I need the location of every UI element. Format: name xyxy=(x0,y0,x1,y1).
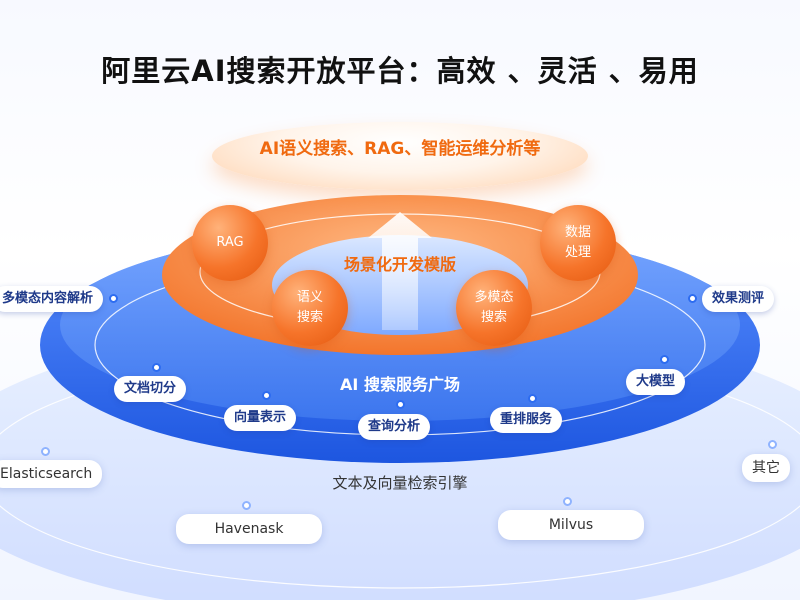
service-item-rerank[interactable]: 重排服务 xyxy=(490,407,563,433)
engine-label: 文本及向量检索引擎 xyxy=(332,474,468,492)
node-dot xyxy=(688,294,697,303)
page-title: 阿里云AI搜索开放平台：高效 、灵活 、易用 xyxy=(101,54,699,88)
node-dot xyxy=(41,447,50,456)
bubble-multimodal-search[interactable]: 多模态 搜索 xyxy=(456,270,532,346)
engine-item-other[interactable]: 其它 xyxy=(742,454,790,482)
bubble-data-processing[interactable]: 数据 处理 xyxy=(540,205,616,281)
service-item-llm[interactable]: 大模型 xyxy=(626,369,686,395)
node-dot xyxy=(660,355,669,364)
node-dot xyxy=(242,501,251,510)
node-dot xyxy=(152,363,161,372)
up-arrow xyxy=(368,212,432,330)
node-dot xyxy=(768,440,777,449)
top-cap xyxy=(212,122,588,190)
service-item-multimodal-parsing[interactable]: 多模态内容解析 xyxy=(0,286,104,312)
scenario-label: 场景化开发模版 xyxy=(343,255,456,274)
service-item-vector-embedding[interactable]: 向量表示 xyxy=(224,405,297,431)
node-dot xyxy=(563,497,572,506)
engine-item-elasticsearch[interactable]: Elasticsearch xyxy=(0,460,103,488)
engine-item-milvus[interactable]: Milvus xyxy=(498,510,644,540)
node-dot xyxy=(528,394,537,403)
bubble-rag[interactable]: RAG xyxy=(192,205,268,281)
service-item-evaluation[interactable]: 效果测评 xyxy=(702,286,775,312)
node-dot xyxy=(262,391,271,400)
service-item-query-analysis[interactable]: 查询分析 xyxy=(358,414,431,440)
node-dot xyxy=(396,400,405,409)
service-item-doc-splitting[interactable]: 文档切分 xyxy=(114,376,187,402)
node-dot xyxy=(109,294,118,303)
engine-item-havenask[interactable]: Havenask xyxy=(176,514,322,544)
service-plaza-label: AI 搜索服务广场 xyxy=(340,375,460,394)
top-band-label: AI语义搜索、RAG、智能运维分析等 xyxy=(259,139,541,159)
bubble-semantic-search[interactable]: 语义 搜索 xyxy=(272,270,348,346)
